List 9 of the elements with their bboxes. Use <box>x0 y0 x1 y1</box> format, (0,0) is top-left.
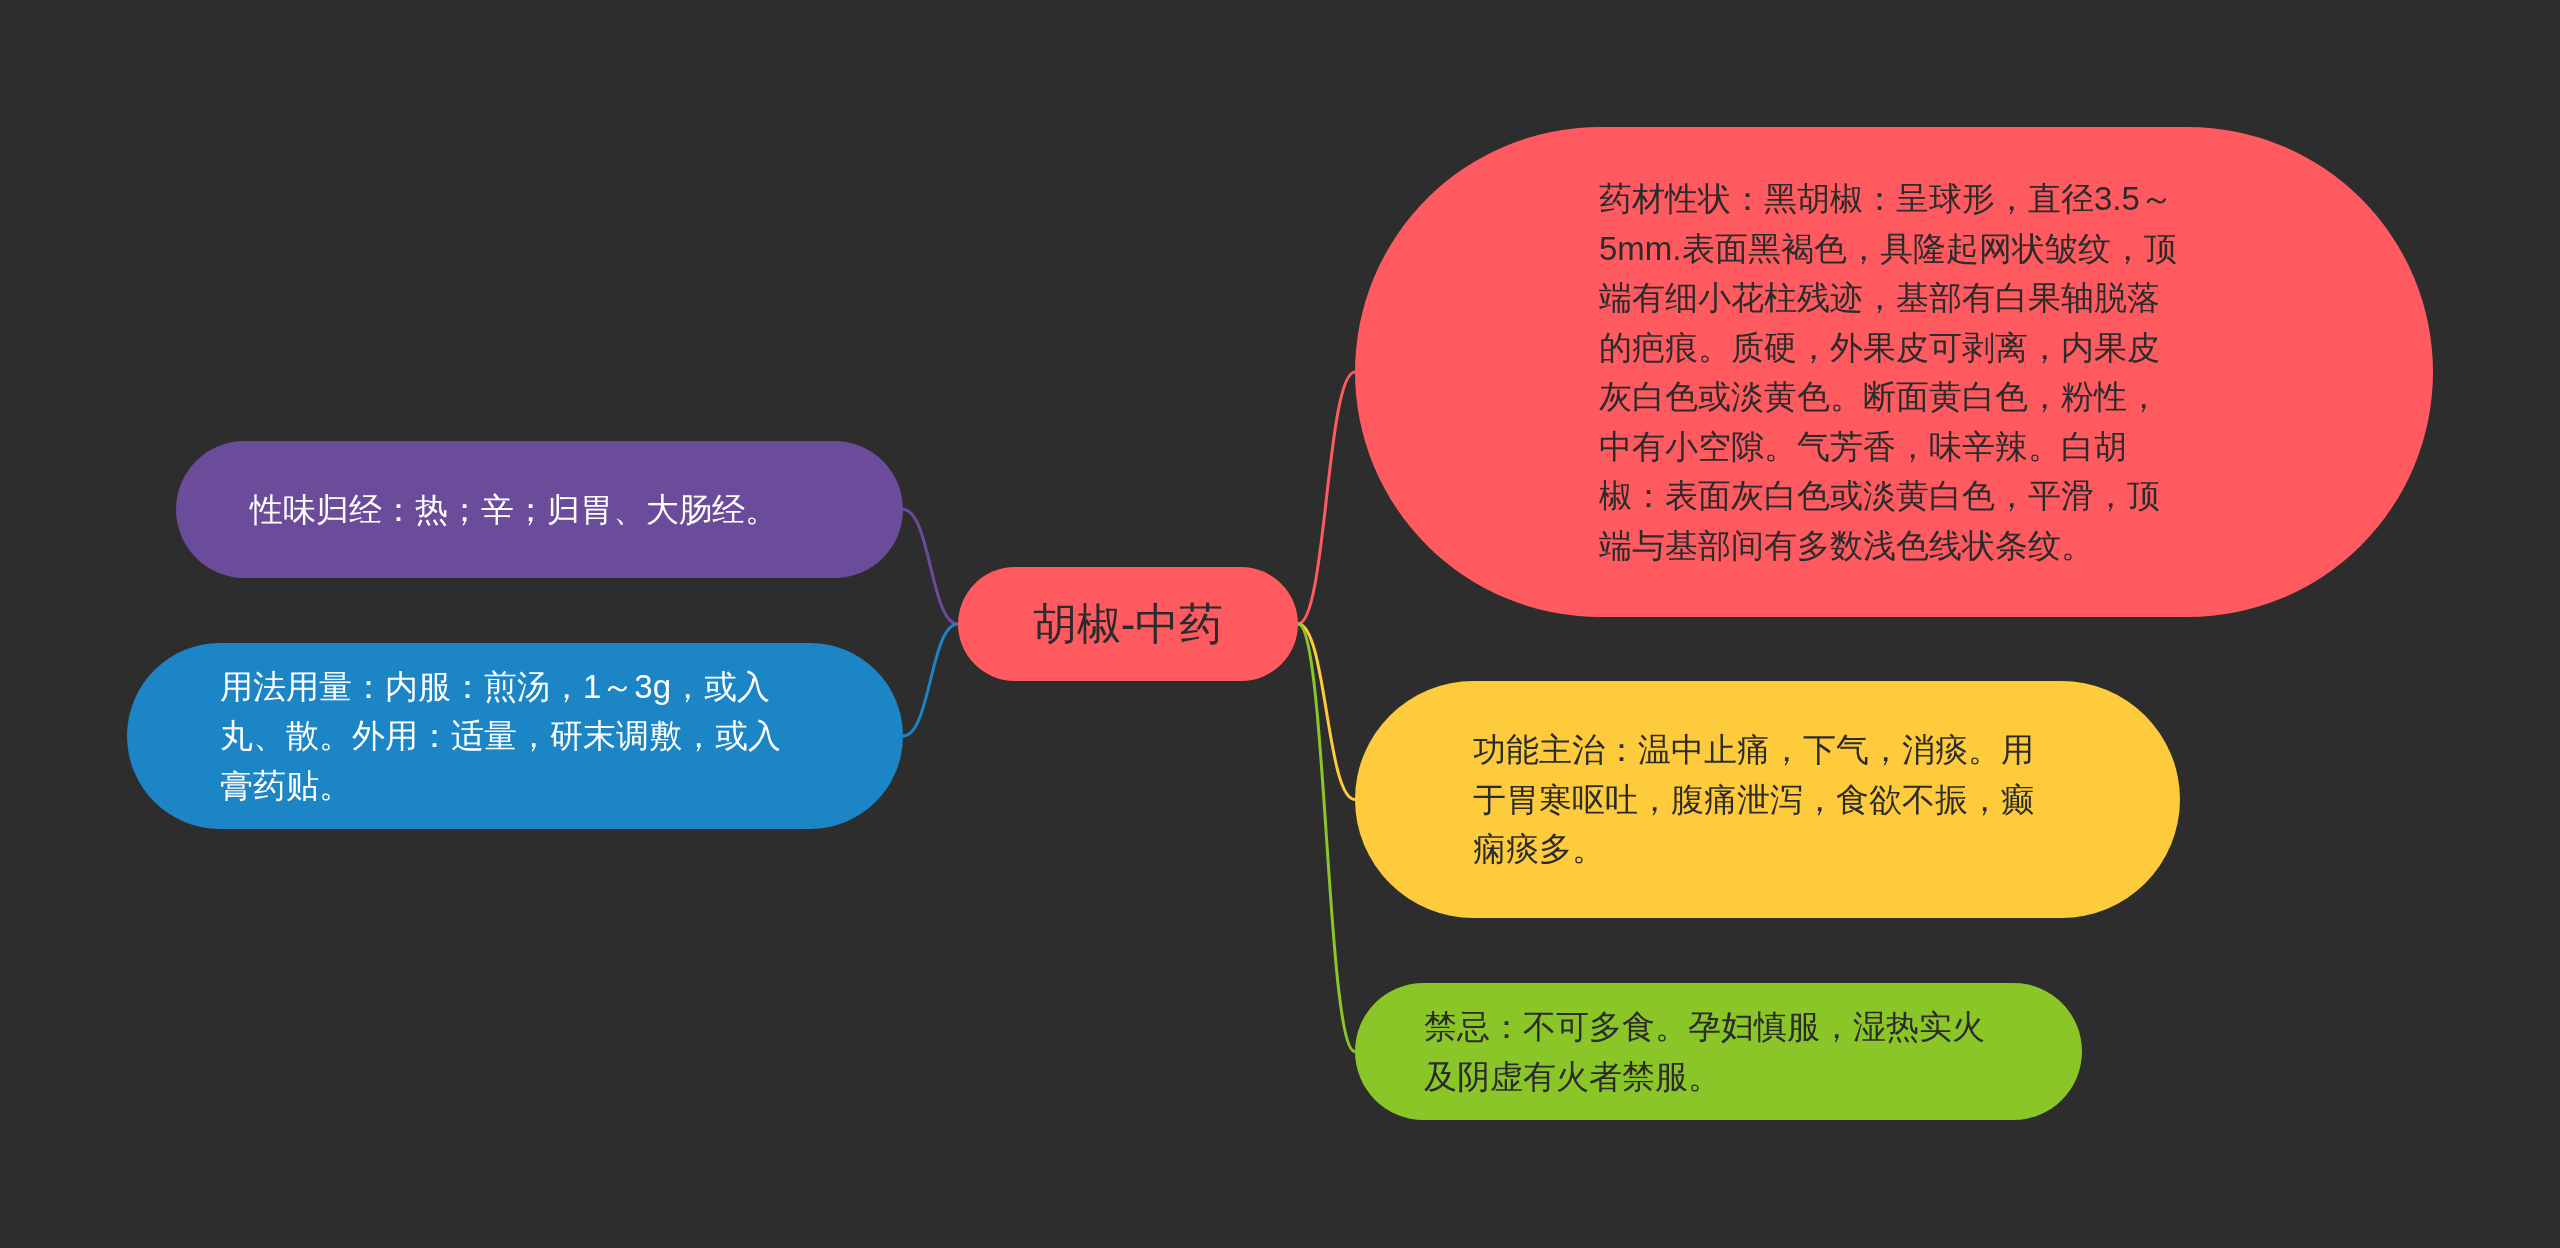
topic-text: 用法用量：内服：煎汤，1～3g，或入丸、散。外用：适量，研末调敷，或入膏药贴。 <box>220 666 782 806</box>
topic-text: 性味归经：热；辛；归胃、大肠经。 <box>249 489 779 530</box>
topic-text: 药材性状：黑胡椒：呈球形，直径3.5～5mm.表面黑褐色，具隆起网状皱纹，顶端有细小花柱残迹，基部有白果轴脱落的疤痕。质硬，外果皮可剥离，内果皮灰白色或淡黄色。断面黄白色，粉性，中有小空隙。气芳香，味辛辣。白胡椒：表面灰白色或淡黄白色，平滑，顶端与基部间有多数浅色线状条纹。 <box>1599 179 2178 566</box>
topic-text: 禁忌：不可多食。孕妇慎服，湿热实火及阴虚有火者禁服。 <box>1423 1007 1986 1097</box>
connector-line <box>1297 370 1356 626</box>
connector-line <box>902 622 959 738</box>
topic-text: 胡椒-中药 <box>1031 598 1225 650</box>
connector-line <box>902 508 959 626</box>
topic-text: 功能主治：温中止痛，下气，消痰。用于胃寒呕吐，腹痛泄泻，食欲不振，癫痫痰多。 <box>1472 730 2035 870</box>
